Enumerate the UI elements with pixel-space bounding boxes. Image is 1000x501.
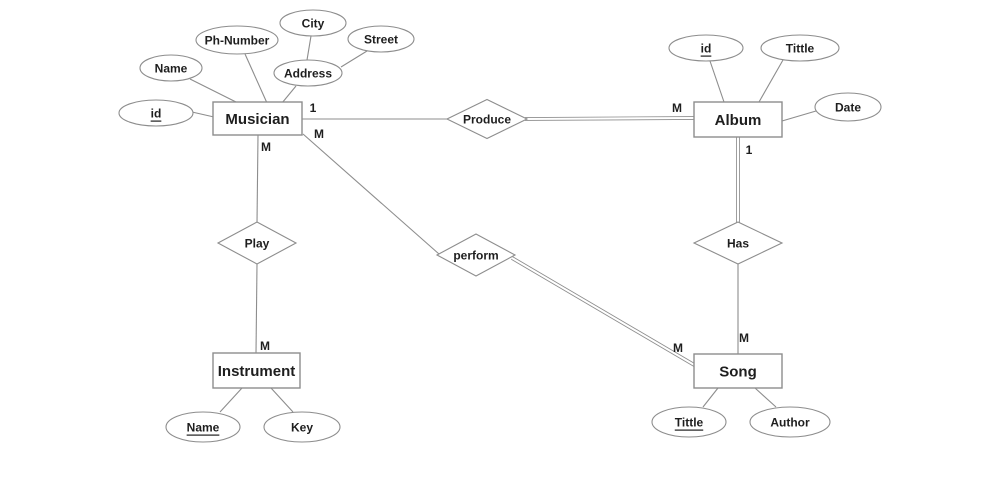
connector-musician-name-link bbox=[189, 78, 239, 104]
entity-instrument-label: Instrument bbox=[218, 363, 296, 380]
connector-perform-song-link-core bbox=[511, 257, 697, 367]
relationship-play bbox=[216, 221, 298, 265]
relationship-perform-label: perform bbox=[453, 249, 498, 263]
cardinality-has-album-card: 1 bbox=[746, 143, 753, 157]
attribute-musician-ph-number bbox=[195, 25, 279, 55]
connector-city-address-link bbox=[306, 35, 312, 61]
attribute-musician-ph-number-label: Ph-Number bbox=[205, 34, 270, 48]
entity-musician-label: Musician bbox=[225, 111, 289, 128]
entity-musician bbox=[212, 101, 303, 136]
attribute-musician-street-label: Street bbox=[364, 33, 398, 47]
cardinality-perform-musician-card: M bbox=[314, 127, 324, 141]
relationship-produce-label: Produce bbox=[463, 113, 511, 127]
attribute-song-tittle bbox=[651, 406, 727, 438]
attribute-album-date bbox=[814, 92, 882, 122]
cardinality-produce-album-card: M bbox=[672, 101, 682, 115]
relationship-produce bbox=[445, 98, 529, 140]
relationship-play-label: Play bbox=[245, 237, 270, 251]
attribute-album-date-label: Date bbox=[835, 101, 861, 115]
attribute-song-author-label: Author bbox=[770, 416, 810, 430]
attribute-instrument-name-label: Name bbox=[187, 421, 220, 435]
cardinality-play-musician-card: M bbox=[261, 140, 271, 154]
attribute-album-id bbox=[668, 34, 744, 62]
relationship-has bbox=[692, 221, 784, 265]
connector-song-tittle-link bbox=[702, 387, 719, 408]
attribute-album-tittle bbox=[760, 34, 840, 62]
connector-instrument-name-link bbox=[219, 387, 243, 413]
attribute-instrument-name bbox=[165, 411, 241, 443]
connector-album-date-link bbox=[781, 110, 817, 122]
entity-song-label: Song bbox=[719, 364, 757, 381]
attribute-album-id-label: id bbox=[701, 42, 712, 56]
cardinality-has-song-card: M bbox=[739, 331, 749, 345]
connector-song-author-link bbox=[754, 387, 777, 408]
attribute-song-author bbox=[749, 406, 831, 438]
connector-instrument-key-link bbox=[270, 387, 294, 413]
attribute-musician-id-label: id bbox=[151, 107, 162, 121]
attribute-musician-name-label: Name bbox=[155, 62, 188, 76]
entity-album bbox=[693, 101, 783, 138]
cardinality-play-instrument-card: M bbox=[260, 339, 270, 353]
cardinality-perform-song-card: M bbox=[673, 341, 683, 355]
connector-musician-perform-link bbox=[302, 133, 440, 255]
attribute-musician-address bbox=[273, 59, 343, 87]
attribute-musician-id bbox=[118, 99, 194, 127]
connector-album-id-link bbox=[709, 60, 725, 103]
connector-play-instrument-link bbox=[255, 263, 258, 354]
attribute-musician-address-label: Address bbox=[284, 67, 332, 81]
attribute-album-tittle-label: Tittle bbox=[786, 42, 815, 56]
attribute-instrument-key bbox=[263, 411, 341, 443]
relationship-perform bbox=[435, 233, 517, 277]
attribute-instrument-key-label: Key bbox=[291, 421, 313, 435]
connector-album-tittle-link bbox=[758, 59, 784, 103]
attribute-song-tittle-label: Tittle bbox=[675, 416, 704, 430]
entity-album-label: Album bbox=[715, 112, 762, 129]
attribute-musician-city-label: City bbox=[302, 17, 325, 31]
entity-instrument bbox=[212, 352, 301, 389]
connector-street-address-link bbox=[340, 50, 368, 68]
attribute-musician-name bbox=[139, 54, 203, 82]
connector-musician-play-link bbox=[256, 134, 259, 224]
attribute-musician-street bbox=[347, 25, 415, 53]
connector-address-musician-link bbox=[281, 85, 297, 104]
connector-produce-album-link-core bbox=[524, 116, 695, 121]
connector-musician-ph-number-link bbox=[244, 53, 268, 104]
connector-musician-id-link bbox=[191, 111, 215, 118]
entity-song bbox=[693, 353, 783, 389]
relationship-has-label: Has bbox=[727, 237, 749, 251]
attribute-musician-city bbox=[279, 9, 347, 37]
cardinality-produce-musician-card: 1 bbox=[310, 101, 317, 115]
